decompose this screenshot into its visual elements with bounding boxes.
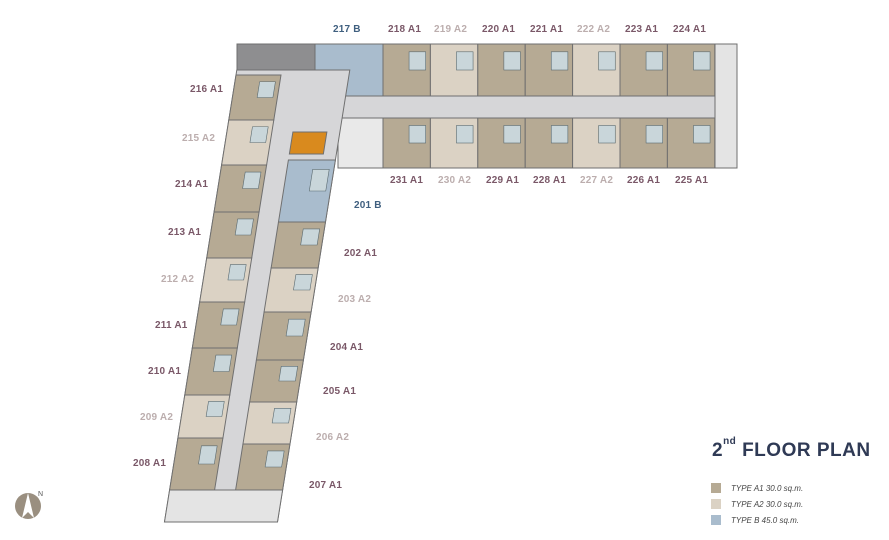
bathroom-icon [408, 125, 426, 144]
bathroom-icon [693, 125, 711, 144]
label-214: 214 A1 [175, 179, 209, 190]
legend: TYPE A1 30.0 sq.m. TYPE A2 30.0 sq.m. TY… [711, 480, 803, 528]
bathroom-icon [198, 445, 218, 465]
bathroom-icon [645, 51, 663, 71]
bathroom-icon [220, 308, 240, 326]
east-stair [714, 43, 738, 169]
bathroom-icon [300, 228, 321, 246]
page-title: 2nd FLOOR PLAN [712, 436, 871, 461]
label-201: 201 B [354, 200, 382, 211]
bathroom-icon [227, 264, 247, 281]
label-204: 204 A1 [330, 342, 364, 353]
bathroom-icon [408, 51, 426, 71]
label-206: 206 A2 [316, 432, 350, 443]
label-226: 226 A1 [627, 175, 661, 186]
label-205: 205 A1 [323, 386, 357, 397]
label-215: 215 A2 [182, 133, 216, 144]
bathroom-icon [249, 126, 269, 143]
label-223: 223 A1 [625, 24, 659, 35]
label-207: 207 A1 [309, 480, 343, 491]
bathroom-icon [264, 450, 285, 468]
west-wing [163, 69, 351, 523]
label-202: 202 A1 [344, 248, 378, 259]
bathroom-icon [503, 125, 521, 144]
label-213: 213 A1 [168, 227, 202, 238]
bathroom-icon [205, 401, 225, 417]
label-221: 221 A1 [530, 24, 564, 35]
north-arrow-icon: N [15, 491, 43, 519]
label-211: 211 A1 [155, 320, 188, 331]
bathroom-icon [293, 274, 313, 291]
label-216: 216 A1 [190, 84, 224, 95]
bathroom-icon [598, 51, 616, 71]
label-208: 208 A1 [133, 458, 167, 469]
label-217: 217 B [333, 24, 361, 35]
bathroom-icon [285, 318, 306, 337]
bathroom-icon [256, 81, 276, 98]
label-212: 212 A2 [161, 274, 195, 285]
legend-swatch-b [711, 515, 721, 525]
label-229: 229 A1 [486, 175, 520, 186]
label-228: 228 A1 [533, 175, 567, 186]
legend-item: TYPE B 45.0 sq.m. [711, 512, 803, 528]
bathroom-icon [271, 407, 292, 424]
bathroom-icon [278, 365, 299, 382]
legend-swatch-a2 [711, 499, 721, 509]
bathroom-icon [242, 171, 262, 189]
bathroom-icon [598, 125, 616, 144]
bathroom-icon [550, 125, 569, 144]
label-203: 203 A2 [338, 294, 372, 305]
bathroom-icon [550, 51, 569, 71]
legend-item: TYPE A2 30.0 sq.m. [711, 496, 803, 512]
svg-text:N: N [38, 491, 43, 498]
bathroom-icon [645, 125, 663, 144]
bathroom-icon [456, 51, 474, 71]
bathroom-icon [456, 125, 474, 144]
label-218: 218 A1 [388, 24, 422, 35]
lift-lobby [288, 131, 328, 155]
bathroom-icon [503, 51, 521, 71]
label-225: 225 A1 [675, 175, 709, 186]
legend-item: TYPE A1 30.0 sq.m. [711, 480, 803, 496]
label-209: 209 A2 [140, 412, 174, 423]
bathroom-icon [234, 218, 254, 236]
label-220: 220 A1 [482, 24, 516, 35]
legend-swatch-a1 [711, 483, 721, 493]
label-227: 227 A2 [580, 175, 614, 186]
bathroom-icon [212, 354, 233, 372]
label-222: 222 A2 [577, 24, 611, 35]
label-219: 219 A2 [434, 24, 468, 35]
bathroom-icon [308, 169, 330, 192]
label-224: 224 A1 [673, 24, 707, 35]
stair-core [337, 117, 384, 169]
corridor-east [299, 95, 733, 119]
bathroom-icon [693, 51, 711, 71]
label-230: 230 A2 [438, 175, 472, 186]
label-231: 231 A1 [390, 175, 424, 186]
south-stair [163, 489, 284, 523]
label-210: 210 A1 [148, 366, 182, 377]
